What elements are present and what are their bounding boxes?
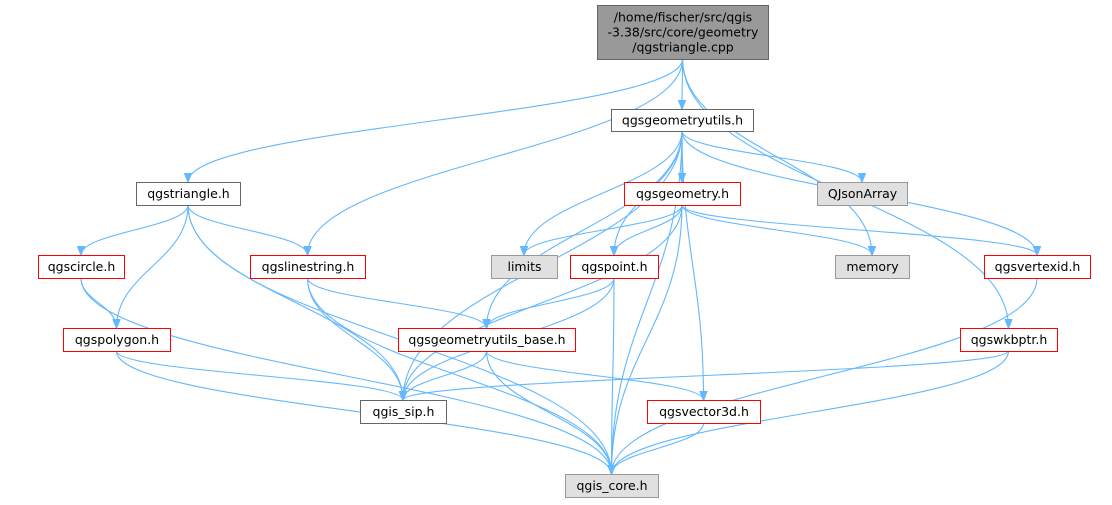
edge-qgscircle_h-to-qgis_core_h: [80, 277, 612, 474]
edge-qgsgeometryutils_h-to-qgsgeometryutils_base_h: [487, 130, 683, 328]
node-label-limits-0: limits: [507, 259, 541, 274]
edge-qgsgeometry_h-to-qgspoint_h: [614, 204, 683, 255]
node-box-memory: [835, 255, 910, 279]
node-box-root: [597, 5, 769, 60]
node-qgis_core_h[interactable]: qgis_core.h: [565, 474, 659, 498]
edge-qgslinestring_h-to-qgis_core_h: [306, 277, 612, 474]
node-box-limits: [491, 255, 558, 279]
node-box-qgis_sip_h: [360, 400, 447, 424]
node-box-qgspolygon_h: [63, 328, 171, 352]
node-qgsgeometryutils_h[interactable]: qgsgeometryutils.h: [611, 109, 754, 132]
edge-qgsgeometry_h-to-qgsvertexid_h: [681, 204, 1037, 255]
node-label-qgsvertexid_h-0: qgsvertexid.h: [995, 259, 1081, 274]
node-qgsvertexid_h[interactable]: qgsvertexid.h: [984, 255, 1091, 279]
edge-qgsgeometry_h-to-qgis_core_h: [612, 204, 683, 474]
edge-qgspoint_h-to-qgis_core_h: [612, 277, 615, 474]
node-box-qgscircle_h: [38, 255, 125, 279]
node-label-qgspoint_h-0: qgspoint.h: [581, 259, 647, 274]
node-box-qgis_core_h: [565, 474, 659, 498]
node-memory[interactable]: memory: [835, 255, 910, 279]
node-label-qgsgeometry_h-0: qgsgeometry.h: [636, 186, 729, 201]
node-qgis_sip_h[interactable]: qgis_sip.h: [360, 400, 447, 424]
node-label-root-2: /qgstriangle.cpp: [632, 40, 734, 55]
node-box-qgstriangle_h: [136, 182, 241, 206]
node-label-qgstriangle_h-0: qgstriangle.h: [147, 186, 229, 201]
node-label-qjsonarray-0: QJsonArray: [828, 186, 898, 201]
node-box-qgsgeometry_h: [624, 182, 741, 206]
edge-qgspoint_h-to-qgsgeometryutils_base_h: [487, 277, 615, 328]
node-box-qjsonarray: [817, 182, 908, 206]
edge-qgsgeometryutils_h-to-qgsvector3d_h: [681, 130, 704, 400]
node-qgsgeometry_h[interactable]: qgsgeometry.h: [624, 182, 741, 206]
node-box-qgsvector3d_h: [647, 400, 761, 424]
node-box-qgsgeometryutils_h: [611, 109, 754, 132]
node-label-memory-0: memory: [846, 259, 899, 274]
node-qgsvector3d_h[interactable]: qgsvector3d.h: [647, 400, 761, 424]
edge-qgswkbptr_h-to-qgis_core_h: [612, 350, 1010, 474]
edge-qgstriangle_h-to-qgis_sip_h: [187, 204, 403, 400]
node-label-qgscircle_h-0: qgscircle.h: [48, 259, 116, 274]
node-label-qgsvector3d_h-0: qgsvector3d.h: [659, 404, 749, 419]
node-label-qgis_sip_h-0: qgis_sip.h: [373, 404, 435, 419]
edge-qgsgeometry_h-to-memory: [681, 204, 872, 255]
node-qgswkbptr_h[interactable]: qgswkbptr.h: [960, 328, 1058, 352]
edge-qgsgeometry_h-to-limits: [524, 204, 683, 255]
node-label-qgsgeometryutils_h-0: qgsgeometryutils.h: [622, 113, 743, 128]
node-qgscircle_h[interactable]: qgscircle.h: [38, 255, 125, 279]
node-box-qgsvertexid_h: [984, 255, 1091, 279]
node-box-qgswkbptr_h: [960, 328, 1058, 352]
node-label-root-1: -3.38/src/core/geometry: [608, 25, 759, 40]
node-label-qgslinestring_h-0: qgslinestring.h: [262, 259, 355, 274]
node-qgspoint_h[interactable]: qgspoint.h: [570, 255, 659, 279]
node-qgsgeometryutils_base_h[interactable]: qgsgeometryutils_base.h: [398, 328, 576, 352]
node-label-root-0: /home/fischer/src/qgis: [614, 10, 752, 25]
edge-qgsgeometryutils_h-to-limits: [524, 130, 683, 255]
edge-qgswkbptr_h-to-qgis_sip_h: [403, 350, 1010, 400]
edge-qgstriangle_h-to-qgslinestring_h: [187, 204, 308, 255]
edge-qgslinestring_h-to-qgsgeometryutils_base_h: [306, 277, 487, 328]
edge-qgsvertexid_h-to-qgis_core_h: [612, 277, 1038, 474]
edge-qgsgeometryutils_base_h-to-qgsvector3d_h: [485, 350, 704, 400]
node-label-qgspolygon_h-0: qgspolygon.h: [75, 332, 159, 347]
edge-qgstriangle_h-to-qgscircle_h: [81, 204, 189, 255]
edge-root-to-qgslinestring_h: [308, 58, 684, 255]
edge-qgslinestring_h-to-qgis_sip_h: [306, 277, 404, 400]
nodes-layer: /home/fischer/src/qgis-3.38/src/core/geo…: [38, 5, 1091, 498]
node-limits[interactable]: limits: [491, 255, 558, 279]
node-label-qgis_core_h-0: qgis_core.h: [576, 478, 647, 493]
node-qgstriangle_h[interactable]: qgstriangle.h: [136, 182, 241, 206]
node-box-qgslinestring_h: [250, 255, 366, 279]
node-label-qgsgeometryutils_base_h-0: qgsgeometryutils_base.h: [408, 332, 565, 347]
node-root[interactable]: /home/fischer/src/qgis-3.38/src/core/geo…: [597, 5, 769, 60]
edges-layer: [80, 58, 1038, 474]
node-qjsonarray[interactable]: QJsonArray: [817, 182, 908, 206]
node-qgslinestring_h[interactable]: qgslinestring.h: [250, 255, 366, 279]
edge-qgsvector3d_h-to-qgis_core_h: [612, 422, 705, 474]
node-label-qgswkbptr_h-0: qgswkbptr.h: [971, 332, 1048, 347]
node-box-qgspoint_h: [570, 255, 659, 279]
edge-qgspolygon_h-to-qgis_sip_h: [115, 350, 404, 400]
node-qgspolygon_h[interactable]: qgspolygon.h: [63, 328, 171, 352]
edge-qgscircle_h-to-qgspolygon_h: [80, 277, 117, 328]
edge-qgsgeometry_h-to-qgis_sip_h: [403, 204, 683, 400]
edge-qgsgeometryutils_base_h-to-qgis_core_h: [485, 350, 612, 474]
edge-root-to-qgstriangle_h: [188, 58, 684, 182]
edge-qgsgeometryutils_h-to-qjsonarray: [681, 130, 862, 182]
edge-qgstriangle_h-to-qgspolygon_h: [117, 204, 189, 328]
node-box-qgsgeometryutils_base_h: [398, 328, 576, 352]
